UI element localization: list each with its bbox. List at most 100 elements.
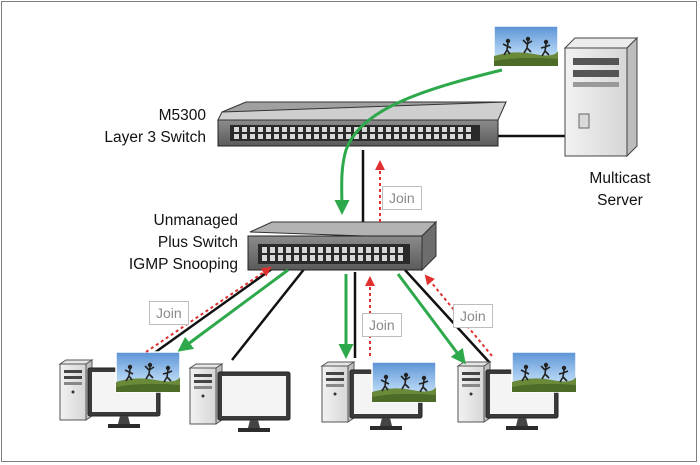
switch-port <box>410 127 415 132</box>
switch-port <box>394 134 399 139</box>
switch-port <box>322 134 327 139</box>
link-switch-pc2 <box>231 267 306 361</box>
switch-port <box>426 134 431 139</box>
switch-port <box>294 255 299 261</box>
join-tag: Join <box>149 301 189 325</box>
switch-port <box>418 127 423 132</box>
switch-port <box>298 134 303 139</box>
multicast-stream-server-to-switch <box>334 68 503 215</box>
switch-port <box>366 255 371 261</box>
switch-port <box>394 127 399 132</box>
switch-port <box>258 127 263 132</box>
switch-port <box>282 127 287 132</box>
layer3-switch-icon <box>217 101 507 147</box>
video-thumbnail-icon <box>493 25 559 67</box>
video-thumbnail-icon <box>115 351 181 393</box>
switch-port <box>382 255 387 261</box>
switch-port <box>334 247 339 253</box>
multicast-stream-to-pc4 <box>396 273 466 365</box>
switch-port <box>442 127 447 132</box>
plus-switch-ports <box>262 247 403 261</box>
switch-port <box>402 127 407 132</box>
switch-port <box>362 134 367 139</box>
switch-port <box>314 127 319 132</box>
switch-port <box>278 247 283 253</box>
switch-port <box>398 255 403 261</box>
switch-port <box>362 127 367 132</box>
switch-port <box>314 134 319 139</box>
switch-label-line3: IGMP Snooping <box>128 256 238 273</box>
switch-port <box>338 134 343 139</box>
switch-port <box>354 134 359 139</box>
switch-port <box>346 127 351 132</box>
switch-port <box>338 127 343 132</box>
desktop-pc-icon <box>189 363 291 433</box>
switch-label-line1: Unmanaged <box>153 212 238 229</box>
switch-port <box>274 127 279 132</box>
switch-port <box>234 134 239 139</box>
switch-port <box>390 255 395 261</box>
video-thumbnail-icon <box>511 351 577 393</box>
router-label-line1: M5300 <box>158 107 206 124</box>
switch-port <box>366 247 371 253</box>
multicast-server-icon <box>563 36 639 158</box>
switch-port <box>290 134 295 139</box>
switch-port <box>378 134 383 139</box>
join-tag: Join <box>362 313 402 337</box>
switch-port <box>250 127 255 132</box>
switch-port <box>386 127 391 132</box>
router-label: M5300 Layer 3 Switch <box>80 105 206 149</box>
switch-port <box>370 127 375 132</box>
switch-port <box>398 247 403 253</box>
switch-port <box>450 127 455 132</box>
switch-port <box>382 247 387 253</box>
switch-port <box>298 127 303 132</box>
switch-port <box>278 255 283 261</box>
switch-port <box>302 255 307 261</box>
join-tag: Join <box>453 304 493 328</box>
switch-port <box>386 134 391 139</box>
switch-port <box>242 134 247 139</box>
server-label: Multicast Server <box>575 168 665 212</box>
server-label-line1: Multicast <box>589 170 651 187</box>
switch-port <box>302 247 307 253</box>
switch-port <box>458 134 463 139</box>
switch-label-line2: Plus Switch <box>157 234 238 251</box>
router-label-line2: Layer 3 Switch <box>104 129 206 146</box>
switch-port <box>330 127 335 132</box>
switch-port <box>434 134 439 139</box>
switch-port <box>258 134 263 139</box>
switch-port <box>326 247 331 253</box>
switch-port <box>466 127 471 132</box>
switch-port <box>370 134 375 139</box>
switch-port <box>262 255 267 261</box>
switch-port <box>390 247 395 253</box>
switch-port <box>270 247 275 253</box>
server-label-line2: Server <box>597 192 643 209</box>
switch-port <box>450 134 455 139</box>
switch-port <box>350 247 355 253</box>
switch-port <box>242 127 247 132</box>
switch-port <box>442 134 447 139</box>
switch-port <box>334 255 339 261</box>
link-switch-pc1 <box>149 264 277 358</box>
switch-port <box>418 134 423 139</box>
switch-port <box>374 255 379 261</box>
switch-port <box>326 255 331 261</box>
video-thumbnail-icon <box>371 361 437 403</box>
switch-port <box>358 247 363 253</box>
switch-port <box>310 255 315 261</box>
multicast-stream-to-pc1 <box>177 268 289 352</box>
switch-port <box>434 127 439 132</box>
switch-port <box>286 247 291 253</box>
switch-port <box>322 127 327 132</box>
switch-port <box>358 255 363 261</box>
switch-port <box>378 127 383 132</box>
switch-port <box>402 134 407 139</box>
switch-label: Unmanaged Plus Switch IGMP Snooping <box>110 210 238 276</box>
switch-port <box>410 134 415 139</box>
switch-port <box>234 127 239 132</box>
link-switch-pc4 <box>404 269 491 364</box>
